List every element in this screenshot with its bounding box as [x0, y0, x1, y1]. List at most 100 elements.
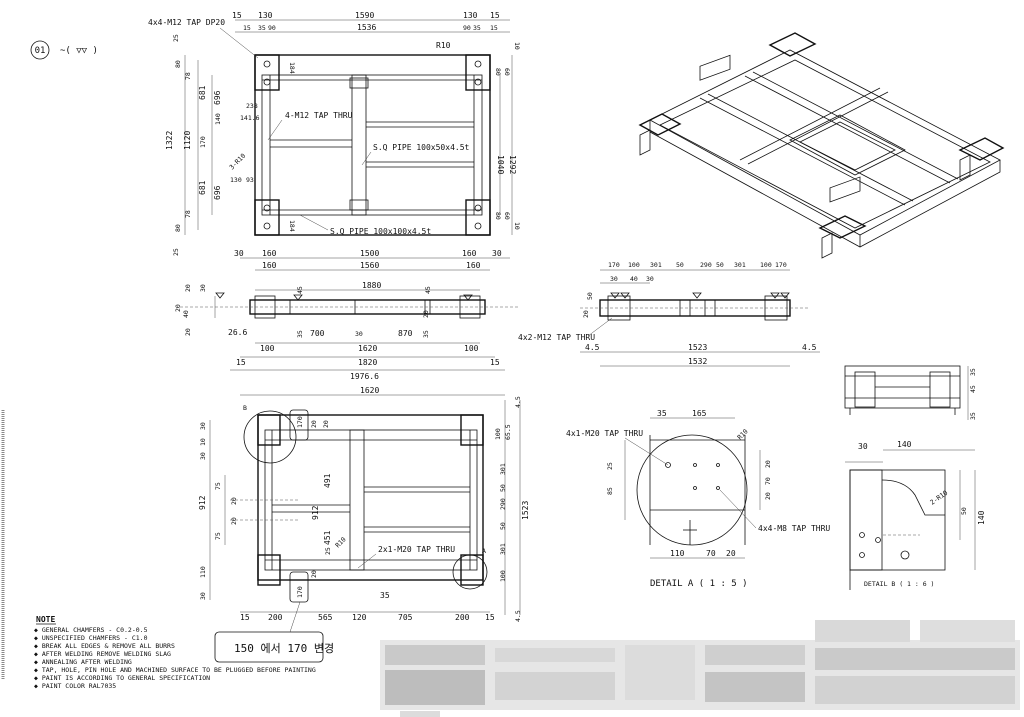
dim: 20 [322, 420, 330, 428]
dim: 35 [380, 591, 390, 600]
dim: 60 [503, 68, 511, 76]
dim: 100 [499, 570, 507, 582]
dim: 165 [692, 409, 707, 418]
dim: 130 [463, 11, 478, 20]
dim: 20 [230, 517, 238, 525]
dim: 80 [494, 68, 502, 76]
dim: 140 [214, 113, 222, 125]
note-tap: 4x1-M20 TAP THRU [566, 429, 643, 438]
dim-radius: 3-R10 [228, 152, 248, 172]
dim: 50 [960, 507, 968, 515]
general-notes: NOTE ◆ GENERAL CHAMFERS - C0.2-0.5 ◆ UNS… [34, 615, 316, 690]
note-line: ◆ ANNEALING AFTER WELDING [34, 658, 132, 666]
dim: 15 [240, 613, 250, 622]
dim: 30 [199, 284, 207, 292]
dim: 130 [230, 176, 242, 184]
dim: 65.5 [504, 424, 512, 440]
dim: 912 [198, 495, 207, 510]
dim: 50 [499, 484, 507, 492]
dim: 15 [236, 358, 246, 367]
dim: 1976.6 [350, 372, 379, 381]
dim: 1523 [521, 501, 530, 520]
dim: 301 [499, 463, 507, 475]
dim: 1322 [165, 131, 174, 150]
note-tap: 2x1-M20 TAP THRU [378, 545, 455, 554]
dim: 15 [243, 24, 251, 32]
dim: 25 [606, 462, 614, 470]
dim: 10 [199, 438, 207, 446]
detail-marker-a: A [482, 547, 486, 555]
dim: 80 [174, 224, 182, 232]
dim: 130 [258, 11, 273, 20]
dim: 45 [969, 385, 977, 393]
note-line: ◆ BREAK ALL EDGES & REMOVE ALL BURRS [34, 642, 175, 650]
detail-a-title: DETAIL A ( 1 : 5 ) [650, 579, 748, 589]
dim: 1040 [496, 155, 505, 174]
note-line: ◆ PAINT COLOR RAL7035 [34, 682, 116, 690]
dim: 160 [262, 249, 277, 258]
dim: 1880 [362, 281, 381, 290]
dim: 35 [422, 330, 430, 338]
detail-b-view [845, 449, 976, 590]
plan-view [209, 394, 521, 615]
section-view [844, 365, 969, 420]
dim: 80 [494, 212, 502, 220]
dim: 184 [288, 220, 296, 232]
dim: 30 [199, 592, 207, 600]
dim: 100 [260, 344, 275, 353]
dim: 20 [726, 549, 736, 558]
dim: 60 [503, 212, 511, 220]
detail-marker-b: B [243, 404, 247, 412]
dim: 50 [586, 292, 594, 300]
dim: 20 [764, 460, 772, 468]
dim: 491 [323, 473, 332, 488]
dim: 100 [760, 261, 772, 269]
dim-radius: R10 [334, 535, 348, 549]
note-line: ◆ UNSPECIFIED CHAMFERS - C1.0 [34, 634, 148, 642]
item-balloon: 01 [30, 40, 50, 60]
dim: 45 [424, 286, 432, 294]
dim: 290 [700, 261, 712, 269]
dim: 26.6 [228, 328, 247, 337]
dim: 301 [650, 261, 662, 269]
side-view [580, 269, 820, 367]
dim: 30 [646, 275, 654, 283]
dim: 1292 [508, 155, 517, 174]
isometric-view [638, 32, 1005, 259]
svg-text:01: 01 [35, 46, 46, 56]
dim: 184 [288, 62, 296, 74]
dim: 1523 [688, 343, 707, 352]
dim: 170 [199, 136, 207, 148]
dim: 50 [499, 522, 507, 530]
dim: 50 [716, 261, 724, 269]
dim: 30 [492, 249, 502, 258]
note-tap: 4x2-M12 TAP THRU [518, 333, 595, 342]
dim: 35 [258, 24, 266, 32]
dim: 1620 [360, 386, 379, 395]
dim: 140 [977, 510, 986, 525]
dim: 170 [775, 261, 787, 269]
dim: 30 [858, 442, 868, 451]
dim-radius: R10 [436, 41, 451, 50]
dim: 15 [232, 11, 242, 20]
dim: 451 [323, 530, 332, 545]
revision-callout: 150 에서 170 변경 [214, 601, 334, 663]
dim: 110 [670, 549, 685, 558]
dim: 35 [969, 368, 977, 376]
top-view [184, 19, 513, 271]
dim: 90 [268, 24, 276, 32]
dim: 4.5 [802, 343, 817, 352]
dim: 80 [174, 60, 182, 68]
dim: 200 [268, 613, 283, 622]
dim: 141.6 [240, 114, 260, 122]
dim: 696 [213, 90, 222, 105]
dim: 20 [230, 497, 238, 505]
note-line: ◆ PAINT IS ACCORDING TO GENERAL SPECIFIC… [34, 674, 210, 682]
detail-a-view [624, 417, 761, 559]
dim: 20 [174, 304, 182, 312]
dim: 301 [499, 543, 507, 555]
dim: 160 [466, 261, 481, 270]
dim: 170 [608, 261, 620, 269]
note-line: ◆ AFTER WELDING REMOVE WELDING SLAG [34, 650, 171, 658]
dim: 170 [296, 416, 304, 428]
